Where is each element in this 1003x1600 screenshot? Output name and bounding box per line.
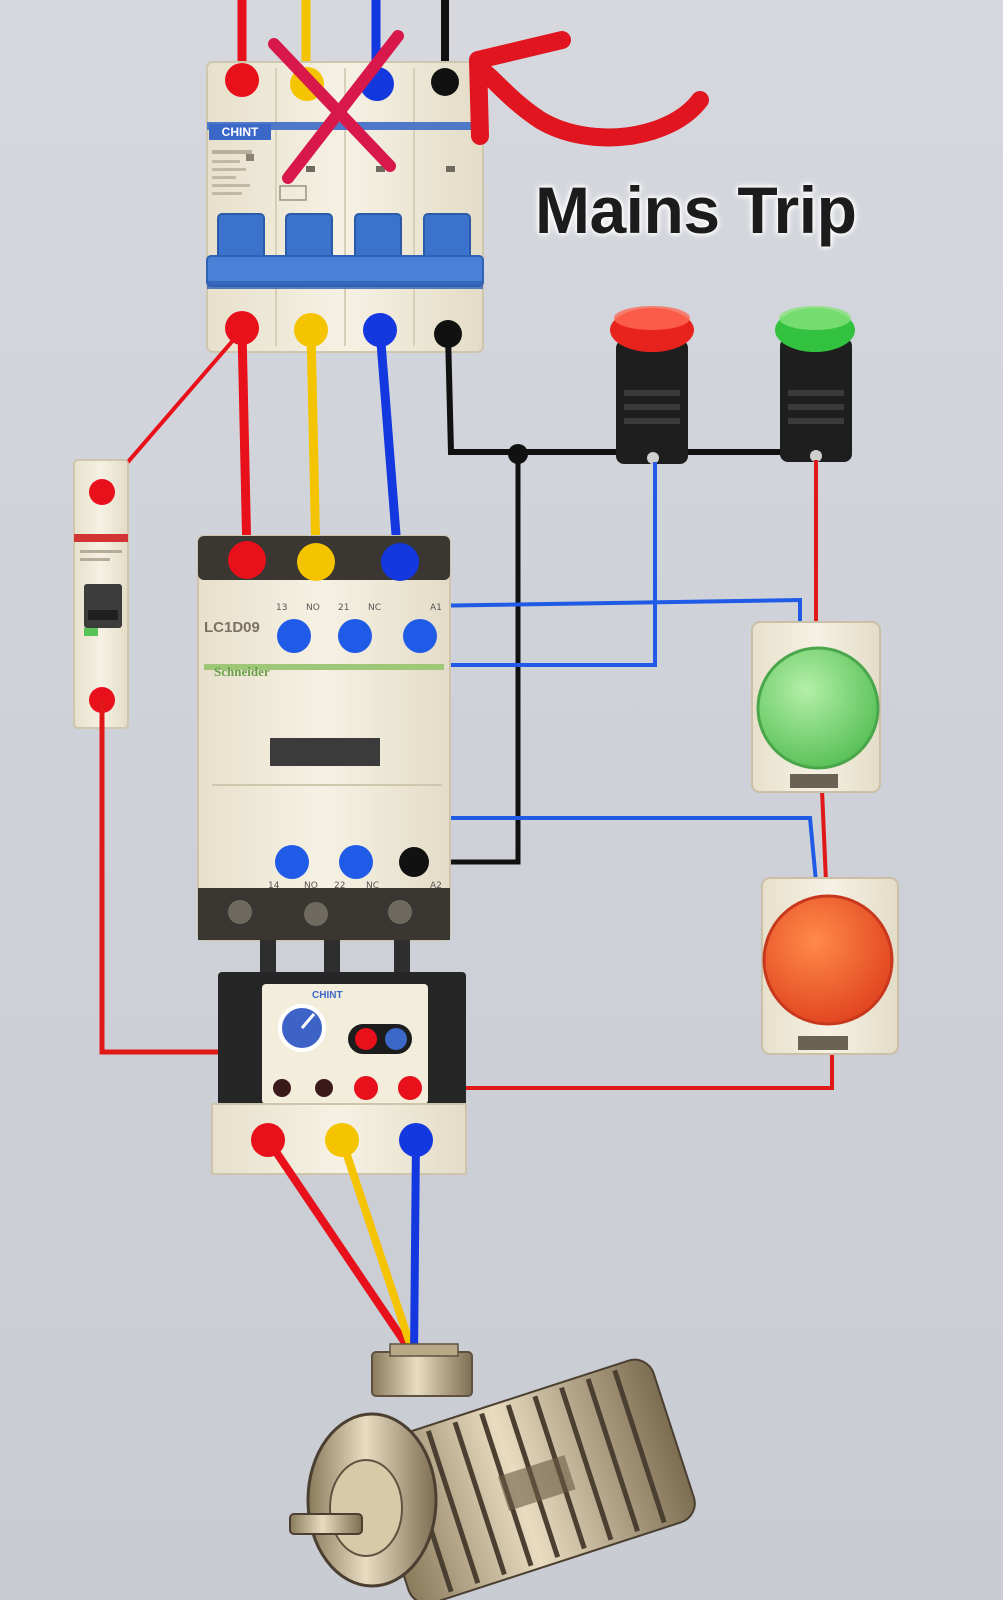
breaker-brand-badge [209,124,271,140]
label-nc-bottom: NC [366,881,379,891]
overload-terminal-96 [398,1076,422,1100]
breaker-toggle-levers[interactable] [206,213,484,289]
terminal-l1-out [225,311,259,345]
terminal-l1-in [225,63,259,97]
trip-cross-mark [268,30,404,184]
contactor-brand-label: Schneider [214,664,270,679]
control-wires-red [410,460,834,1090]
motor-bearing-housing [329,1459,403,1557]
lamp-red-body [616,340,688,464]
motor-shaft [289,1513,363,1535]
motor-body [366,1358,696,1600]
wire-l3-to-motor [410,1139,420,1357]
lamp-red-terminal [647,452,659,464]
start-button-terminal [790,774,838,788]
contactor-terminal-l2 [297,543,335,581]
wire-l3-to-contactor [375,329,403,561]
wire-neutral-to-lamps [445,333,815,455]
mcb-toggle-grip [88,610,118,620]
terminal-22-nc [339,845,373,879]
label-14: 14 [268,881,280,891]
mcb-print-mark [80,550,122,553]
wire-l1-to-contactor [237,329,252,559]
overload-aux-terminal [273,1079,291,1097]
start-push-button[interactable] [751,621,881,793]
contactor-power-terminals [228,541,419,581]
lamp-green-body [780,338,852,462]
indicator-lamp-red [610,306,694,464]
neutral-junction-dot [508,444,528,464]
stop-button-terminal [798,1036,848,1050]
overload-reset-button[interactable] [385,1028,407,1050]
wire-l2-to-contactor [306,329,321,561]
terminal-a1 [403,619,437,653]
breaker-print-marks [212,150,455,201]
motor-terminal-box-lid [389,1343,459,1357]
wire-nc22-to-stop-button [352,816,818,883]
terminal-n-in [431,68,459,96]
contactor-window [270,738,380,766]
contactor-bottom-screws [228,900,412,926]
terminal-a2 [399,847,429,877]
mcb-print-mark [80,558,110,561]
contactor-aux-terminals [275,619,437,879]
red-pointer-arrow [469,31,709,147]
mcb-terminal-in [89,479,115,505]
lamp-green-terminal [810,450,822,462]
label-13: 13 [276,603,287,613]
breaker-lever-shadow [207,281,483,289]
wire-start-to-stop-button [820,789,828,883]
label-no-top: NO [306,603,320,613]
wire-l1-to-motor [264,1137,418,1359]
overload-connection-pins [260,940,410,976]
overload-stop-button[interactable] [355,1028,377,1050]
start-button-cap[interactable] [756,646,880,770]
breaker-brand-label: CHINT [222,125,259,139]
terminal-21-nc [338,619,372,653]
label-21: 21 [338,603,349,613]
contactor: LC1D09 Schneider 13 NO 21 NC A1 14 NO 22… [197,535,451,941]
overload-terminal-95 [354,1076,378,1100]
wire-stop-to-overload-96 [410,1050,834,1090]
label-nc-top: NC [368,603,381,613]
induction-motor [289,1343,696,1600]
contactor-terminal-l3 [381,543,419,581]
contactor-seam [212,784,442,786]
terminal-14-no [275,845,309,879]
overload-dial-pointer [300,1013,316,1029]
label-22: 22 [334,881,345,891]
control-mcb[interactable] [73,459,129,729]
indicator-lamp-green [775,306,855,462]
contactor-model-label: LC1D09 [204,619,260,636]
overload-brand-label: CHINT [312,990,343,1001]
overload-aux-terminal [315,1079,333,1097]
label-no-bottom: NO [304,881,318,891]
mcb-toggle[interactable] [84,584,122,628]
mcb-red-stripe [74,534,128,542]
motor-supply-wires [264,1137,420,1359]
stop-push-button[interactable] [761,877,899,1055]
phase-wires-breaker-to-contactor [237,329,403,561]
mcb-on-indicator [84,628,98,636]
contactor-green-stripe [204,664,444,670]
label-a1: A1 [430,603,442,613]
motor-terminal-box [371,1351,473,1397]
mains-trip-caption: Mains Trip [535,173,857,247]
overload-relay: CHINT [211,972,467,1175]
stop-button-cap[interactable] [762,894,894,1026]
contactor-bottom-contact-labels: 14 NO 22 NC A2 [268,881,442,891]
wire-a1-to-start-button [419,597,802,628]
contactor-terminal-l1 [228,541,266,579]
label-a2: A2 [430,881,442,891]
contactor-top-contact-labels: 13 NO 21 NC A1 [276,603,442,613]
terminal-13-no [277,619,311,653]
wire-l2-to-motor [338,1138,418,1358]
